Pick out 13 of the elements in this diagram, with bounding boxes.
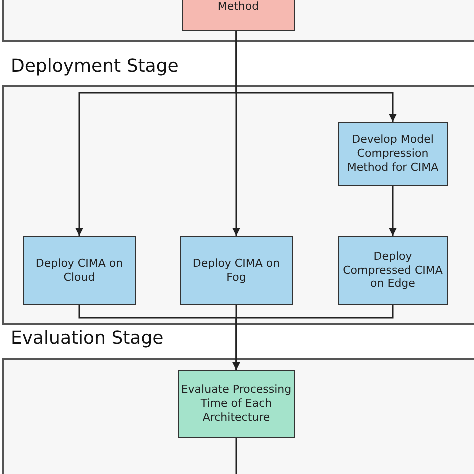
stage-heading: Evaluation Stage: [11, 328, 164, 349]
stage-heading: Deployment Stage: [11, 56, 179, 76]
stage-panel: [2, 0, 474, 42]
arrow: [236, 29, 397, 122]
process-box: Deploy Compressed CIMA on Edge: [338, 236, 448, 305]
process-box: Develop Model Compression Method for CIMA: [338, 122, 448, 186]
connector-line: [236, 438, 238, 474]
process-box: Evaluate Processing Time of Each Architecture: [178, 370, 295, 438]
process-box: Deploy CIMA on Fog: [180, 236, 293, 305]
process-box: Method: [182, 0, 295, 31]
arrow: [232, 305, 394, 370]
arrow: [389, 186, 397, 236]
process-box: Deploy CIMA on Cloud: [23, 236, 136, 305]
